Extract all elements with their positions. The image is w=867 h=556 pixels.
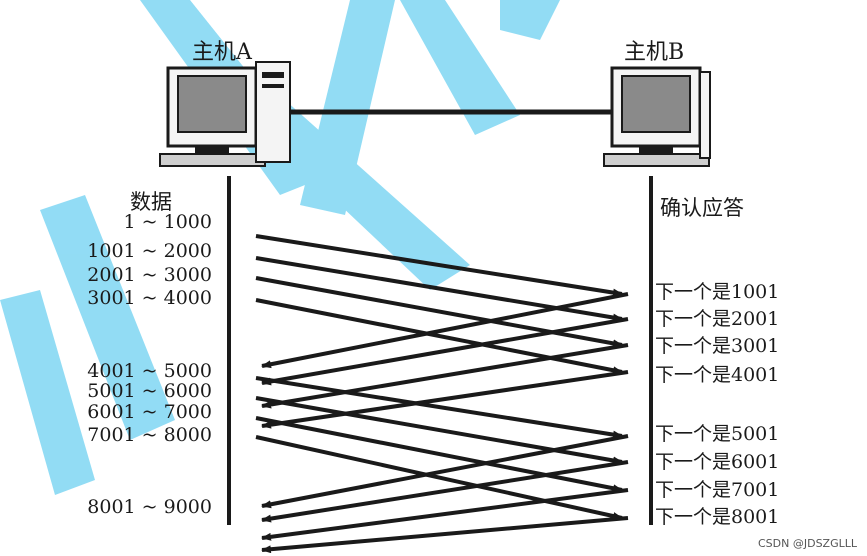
segment-label: 7001 ~ 8000 <box>87 424 212 446</box>
ack-label: 下一个是3001 <box>655 335 780 357</box>
segment-label: 3001 ~ 4000 <box>87 287 212 309</box>
ack-label: 下一个是5001 <box>655 423 780 445</box>
segment-label: 2001 ~ 3000 <box>87 264 212 286</box>
segment-label: 1001 ~ 2000 <box>87 240 212 262</box>
ack-arrow <box>261 488 629 541</box>
ack-label: 下一个是2001 <box>655 308 780 330</box>
data-segment-arrow <box>255 396 623 465</box>
segment-label: 1 ~ 1000 <box>123 211 212 233</box>
ack-arrow <box>261 317 629 386</box>
ack-label: 下一个是7001 <box>655 479 780 501</box>
data-segment-arrow <box>255 276 623 348</box>
ack-arrow <box>261 370 629 429</box>
watermark: CSDN @JDSZGLLL <box>758 537 857 550</box>
data-segment-arrow <box>255 416 623 493</box>
ack-arrow <box>261 343 629 409</box>
arrow-group <box>255 234 629 554</box>
ack-label: 下一个是8001 <box>655 506 780 528</box>
data-segment-arrow <box>255 234 623 297</box>
ack-arrow <box>261 434 629 509</box>
host-b-computer-icon <box>603 66 711 167</box>
host-a-computer-icon <box>159 61 291 167</box>
ack-label: 下一个是4001 <box>655 364 780 386</box>
ack-label: 下一个是1001 <box>655 281 780 303</box>
segment-label: 8001 ~ 9000 <box>87 496 212 518</box>
host-b-label: 主机B <box>624 40 685 65</box>
segment-label: 4001 ~ 5000 <box>87 360 212 382</box>
segment-label: 6001 ~ 7000 <box>87 401 212 423</box>
host-a-label: 主机A <box>192 40 252 65</box>
ack-column-title: 确认应答 <box>660 196 744 220</box>
segment-label: 5001 ~ 6000 <box>87 380 212 402</box>
data-column-title: 数据 <box>130 190 172 214</box>
ack-arrow <box>261 516 629 554</box>
ack-arrow <box>261 460 629 523</box>
data-segment-arrow <box>255 435 623 520</box>
ack-label: 下一个是6001 <box>655 451 780 473</box>
data-segment-arrow <box>255 298 623 375</box>
ack-arrow <box>261 292 629 369</box>
data-segment-arrow <box>255 376 623 439</box>
